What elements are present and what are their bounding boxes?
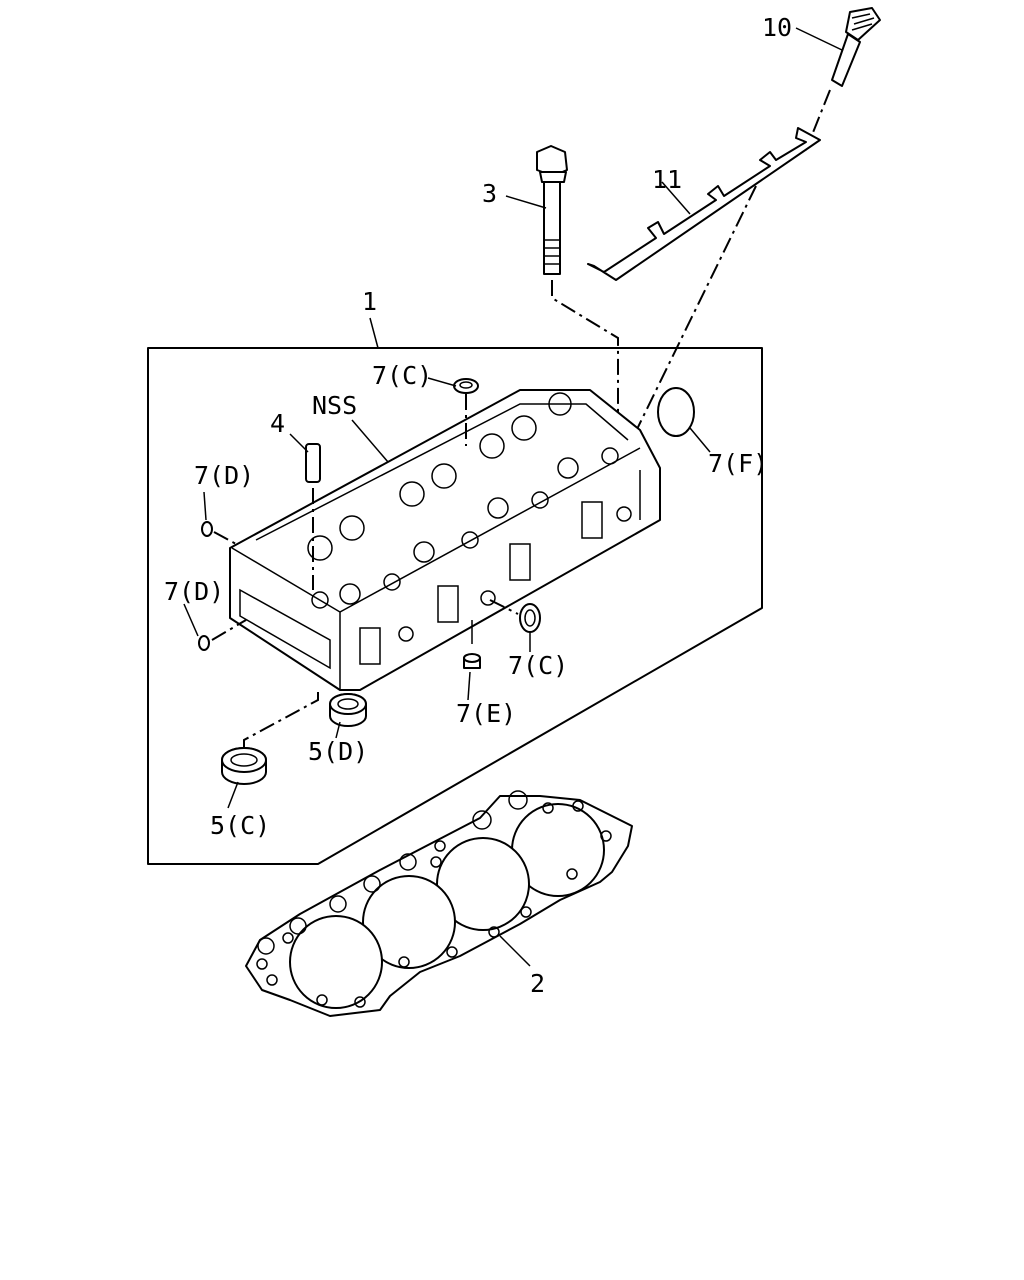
glow-plug-connector-11 xyxy=(587,127,821,469)
label-part-2: 2 xyxy=(530,969,545,998)
label-part-7d-upper: 7(D) xyxy=(194,461,254,490)
glow-plug-10 xyxy=(795,7,881,151)
plug-7c-side xyxy=(489,599,541,652)
label-part-4: 4 xyxy=(270,409,285,438)
label-part-1: 1 xyxy=(362,287,377,316)
label-part-5c: 5(C) xyxy=(210,811,270,840)
label-part-3: 3 xyxy=(482,179,497,208)
head-gasket-2 xyxy=(245,790,633,1017)
label-part-11: 11 xyxy=(652,165,682,194)
label-part-7d-lower: 7(D) xyxy=(164,577,224,606)
plug-7d-lower xyxy=(183,603,247,651)
cylinder-head xyxy=(229,389,661,691)
plug-7d-upper xyxy=(201,491,237,545)
label-part-7c-side: 7(C) xyxy=(508,651,568,680)
plug-7c-top xyxy=(427,377,479,446)
assembly-frame-1 xyxy=(147,347,763,865)
label-part-7e: 7(E) xyxy=(456,699,516,728)
plug-7f xyxy=(657,387,711,453)
plug-7e xyxy=(463,620,481,701)
head-bolt-3 xyxy=(505,145,619,440)
label-part-7f: 7(F) xyxy=(708,449,768,478)
label-part-5d: 5(D) xyxy=(308,737,368,766)
seal-5d xyxy=(329,693,367,739)
label-nss: NSS xyxy=(312,391,357,420)
label-part-10: 10 xyxy=(762,13,792,42)
label-part-7c-top: 7(C) xyxy=(372,361,432,390)
valve-guide-4 xyxy=(289,433,321,590)
seal-5c xyxy=(221,692,319,809)
